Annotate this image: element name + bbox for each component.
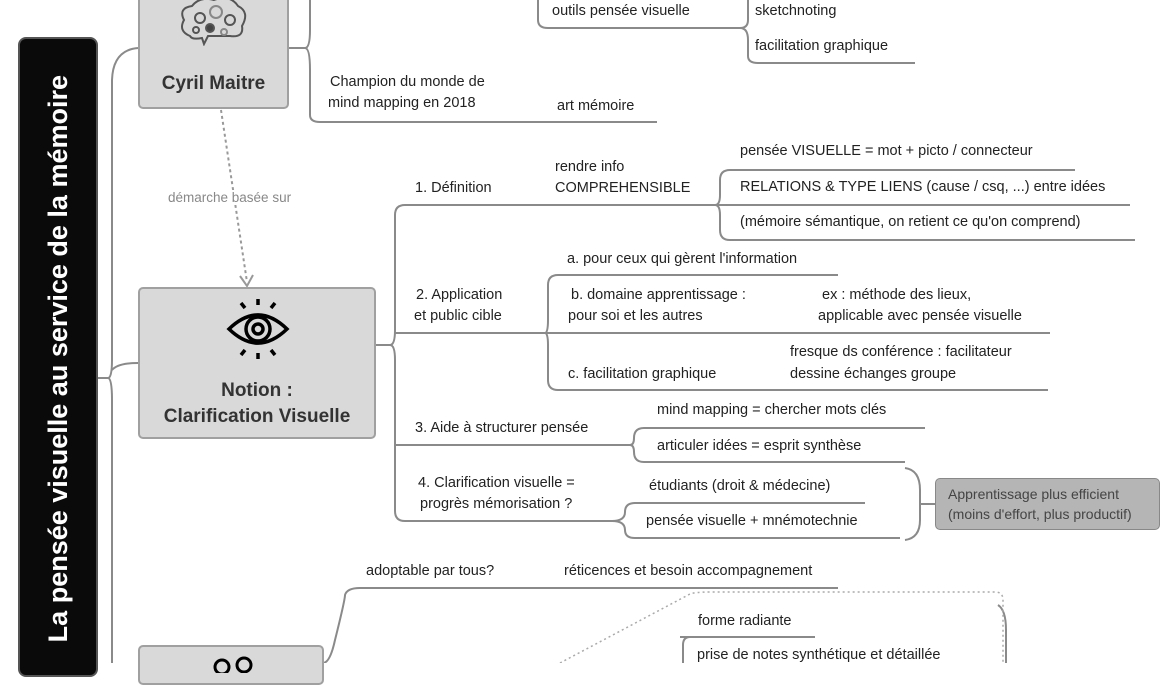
branch-app-b-l1[interactable]: b. domaine apprentissage : bbox=[571, 287, 746, 303]
branch-app-c-sub-l1[interactable]: fresque ds conférence : facilitateur bbox=[790, 344, 1012, 360]
branch-reticences[interactable]: réticences et besoin accompagnement bbox=[564, 563, 813, 579]
topic-cyril-maitre[interactable]: Cyril Maitre bbox=[138, 0, 289, 109]
branch-aide[interactable]: 3. Aide à structurer pensée bbox=[415, 420, 589, 436]
topic-label-line1: Notion : bbox=[221, 380, 293, 401]
summary-box[interactable]: Apprentissage plus efficient (moins d'ef… bbox=[935, 478, 1160, 530]
branch-app-b-sub-l2[interactable]: applicable avec pensée visuelle bbox=[818, 308, 1022, 324]
branch-app-b-l2[interactable]: pour soi et les autres bbox=[568, 308, 703, 324]
branch-definition[interactable]: 1. Définition bbox=[415, 180, 492, 196]
branch-adoptable[interactable]: adoptable par tous? bbox=[366, 563, 495, 579]
branch-application-l2[interactable]: et public cible bbox=[414, 308, 502, 324]
branch-champion-l1[interactable]: Champion du monde de bbox=[330, 74, 485, 90]
branch-aide-item[interactable]: mind mapping = chercher mots clés bbox=[657, 402, 887, 418]
branch-app-a[interactable]: a. pour ceux qui gèrent l'information bbox=[567, 251, 798, 267]
summary-line2: (moins d'effort, plus productif) bbox=[948, 506, 1132, 522]
branch-outils[interactable]: outils pensée visuelle bbox=[552, 3, 690, 19]
branch-champion-l2[interactable]: mind mapping en 2018 bbox=[328, 95, 476, 111]
branch-clar-item[interactable]: étudiants (droit & médecine) bbox=[649, 478, 831, 494]
branch-def-item[interactable]: pensée VISUELLE = mot + picto / connecte… bbox=[740, 143, 1033, 159]
topic-clarification-visuelle[interactable]: Notion : Clarification Visuelle bbox=[138, 287, 376, 439]
branch-prise-de-notes[interactable]: prise de notes synthétique et détaillée bbox=[697, 647, 941, 663]
branch-rendre-info-l2[interactable]: COMPREHENSIBLE bbox=[555, 180, 691, 196]
branch-art-memoire[interactable]: art mémoire bbox=[557, 98, 635, 114]
eye-icon bbox=[226, 299, 290, 359]
branch-clar-item[interactable]: pensée visuelle + mnémotechnie bbox=[646, 513, 858, 529]
branch-rendre-info-l1[interactable]: rendre info bbox=[555, 159, 625, 175]
topic-label-line2: Clarification Visuelle bbox=[163, 406, 351, 427]
branch-clarification-l2[interactable]: progrès mémorisation ? bbox=[420, 496, 573, 512]
central-topic-title: La pensée visuelle au service de la mémo… bbox=[43, 75, 73, 643]
branch-app-b-sub-l1[interactable]: ex : méthode des lieux, bbox=[822, 287, 972, 303]
topic-label: Cyril Maitre bbox=[161, 73, 266, 94]
branch-def-item[interactable]: RELATIONS & TYPE LIENS (cause / csq, ...… bbox=[740, 179, 1106, 195]
branch-def-item[interactable]: (mémoire sémantique, on retient ce qu'on… bbox=[740, 214, 1081, 230]
connector-lines bbox=[98, 0, 1135, 663]
branch-clarification-l1[interactable]: 4. Clarification visuelle = bbox=[418, 475, 575, 491]
topic-third[interactable] bbox=[138, 645, 324, 685]
branch-application-l1[interactable]: 2. Application bbox=[416, 287, 503, 303]
summary-line1: Apprentissage plus efficient bbox=[948, 486, 1119, 502]
people-icon bbox=[213, 656, 253, 673]
branch-facilitation[interactable]: facilitation graphique bbox=[755, 38, 889, 54]
central-topic[interactable] bbox=[18, 37, 98, 677]
branch-forme-radiante[interactable]: forme radiante bbox=[698, 613, 792, 629]
branch-sketchnoting[interactable]: sketchnoting bbox=[755, 3, 837, 19]
relation-label[interactable]: démarche basée sur bbox=[168, 190, 292, 205]
brain-gears-icon bbox=[181, 0, 247, 46]
branch-app-c-sub-l2[interactable]: dessine échanges groupe bbox=[790, 366, 957, 382]
branch-app-c[interactable]: c. facilitation graphique bbox=[568, 366, 717, 382]
branch-aide-item[interactable]: articuler idées = esprit synthèse bbox=[657, 438, 862, 454]
